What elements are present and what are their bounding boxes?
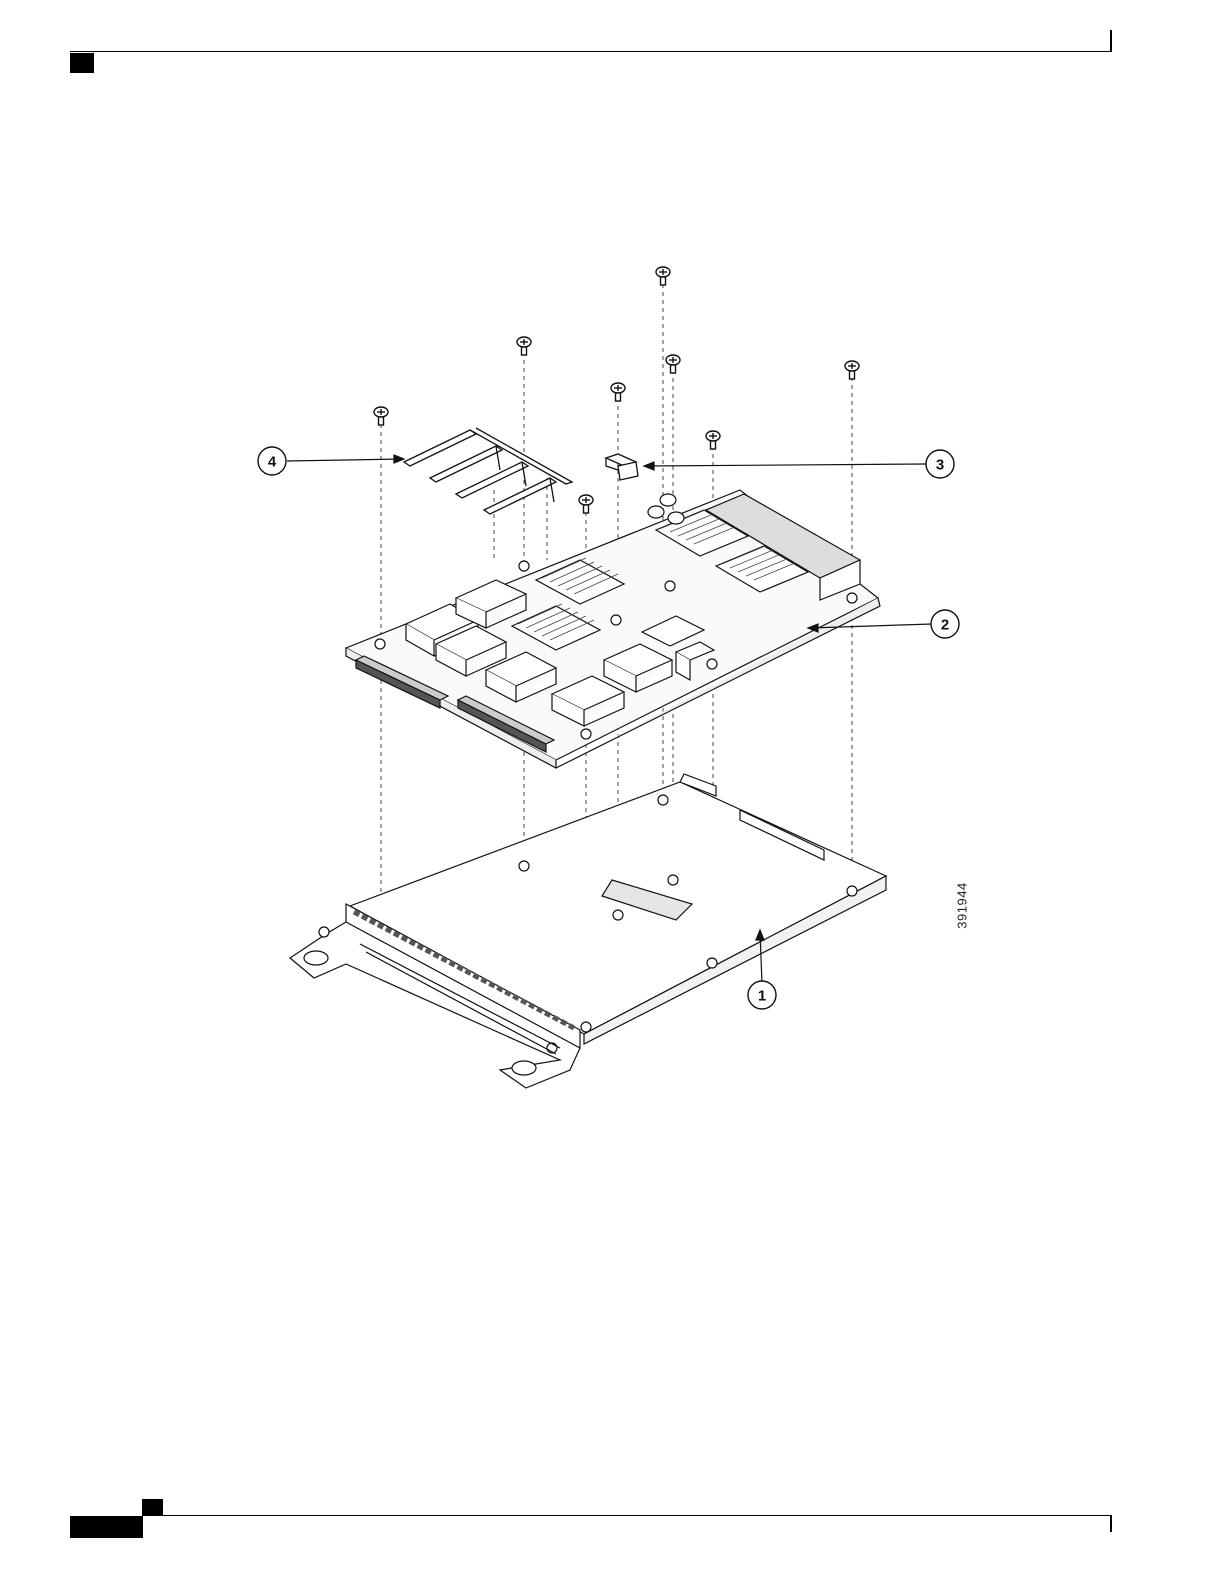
header-marker [70, 53, 94, 73]
callout-label-3: 3 [936, 457, 944, 474]
footer-marker [70, 1516, 143, 1538]
circuit-board [346, 490, 880, 768]
connector-plug [606, 454, 638, 480]
figure-id: 391944 [955, 882, 970, 928]
callout-label-2: 2 [941, 617, 949, 634]
chassis-tray [290, 774, 886, 1088]
header-tick [1110, 30, 1112, 52]
callout-label-1: 1 [758, 988, 766, 1005]
header-rule [70, 51, 1112, 52]
footer-tick [1110, 1516, 1112, 1532]
callout-label-4: 4 [268, 454, 277, 471]
bracket-comb [404, 428, 572, 514]
footer-marker-small [142, 1499, 163, 1515]
exploded-assembly-figure: 1 2 3 4 [250, 255, 1010, 1095]
footer-rule [142, 1515, 1112, 1516]
